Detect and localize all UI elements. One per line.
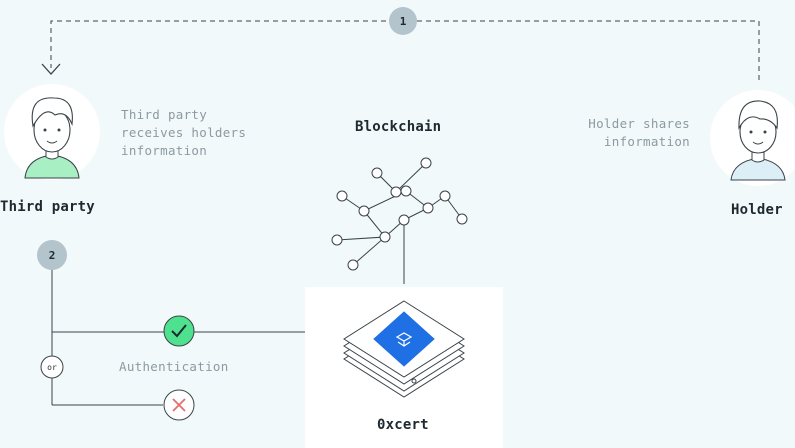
oxcert-label: 0xcert <box>377 417 429 433</box>
third-party-description: Third party receives holders information <box>121 107 247 158</box>
holder-avatar <box>710 90 795 186</box>
success-check-icon <box>163 315 195 347</box>
holder-name: Holder <box>731 202 783 218</box>
or-badge: or <box>40 355 64 379</box>
step-1-label: 1 <box>400 15 407 28</box>
authentication-label: Authentication <box>119 359 229 374</box>
or-label: or <box>47 363 57 372</box>
step-2-label: 2 <box>49 249 56 262</box>
share-flow-line <box>50 20 760 80</box>
step-badge-2: 2 <box>37 240 67 270</box>
oxcert-stack-icon <box>343 300 465 398</box>
step-badge-1: 1 <box>389 7 417 35</box>
failure-cross-icon <box>163 389 195 421</box>
blockchain-graph <box>331 157 468 284</box>
third-party-avatar <box>4 84 100 180</box>
blockchain-label: Blockchain <box>355 119 442 135</box>
arrow-down-icon <box>41 63 61 75</box>
third-party-name: Third party <box>0 199 95 215</box>
holder-description: Holder shares information <box>588 116 690 149</box>
